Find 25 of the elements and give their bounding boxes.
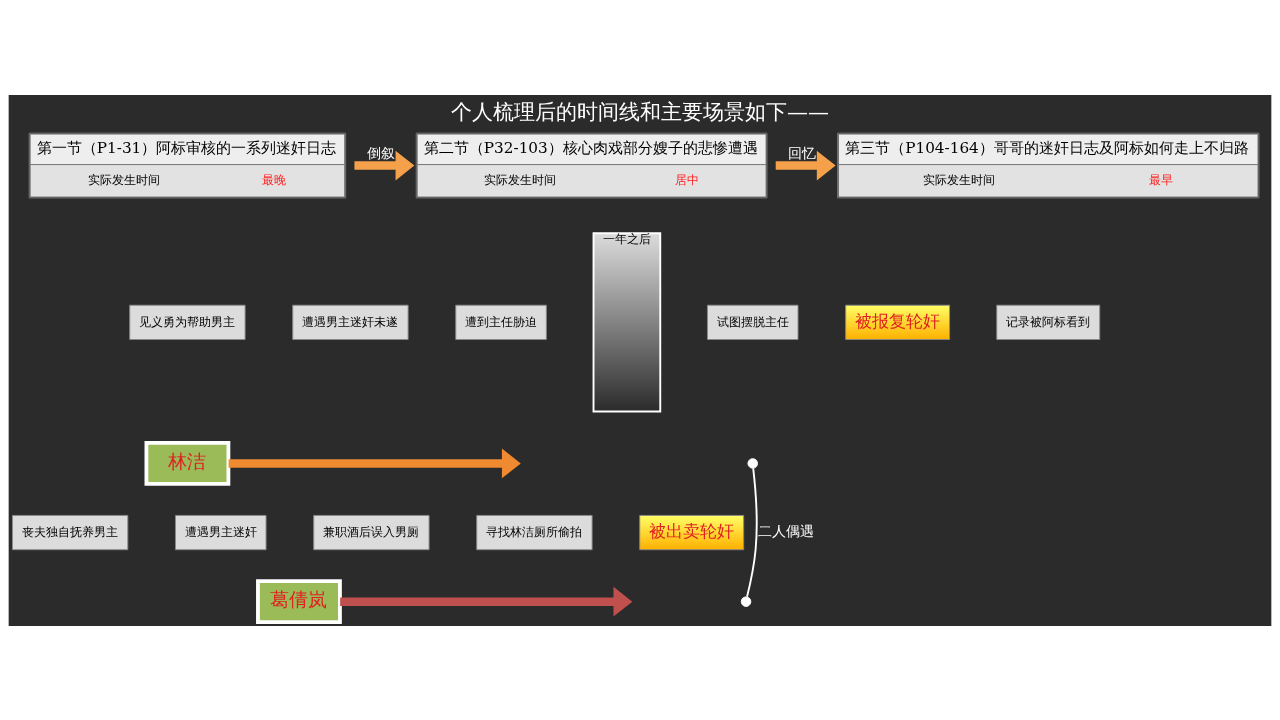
- node-box: 遭到主任胁迫: [455, 304, 547, 340]
- node-box: 丧夫独自抚养男主: [12, 514, 129, 550]
- node-box: 被报复轮奸: [845, 304, 951, 340]
- arrow: [775, 150, 836, 180]
- node-box: 寻找林洁厕所偷拍: [476, 514, 593, 550]
- node-box: 试图摆脱主任: [706, 304, 799, 340]
- edge-label: 二人偶遇: [757, 522, 814, 539]
- node-box: 葛倩岚: [256, 578, 342, 624]
- arrow: [340, 586, 633, 617]
- edge-label: 回忆: [788, 144, 817, 161]
- node-box: 被出卖轮奸: [639, 514, 745, 550]
- node-box: 兼职酒后误入男厕: [313, 514, 430, 550]
- node-box: 林洁: [144, 440, 231, 486]
- arrow: [354, 150, 415, 180]
- diagram-title: 个人梳理后的时间线和主要场景如下——: [451, 99, 829, 124]
- arrow: [228, 448, 521, 478]
- node-box: 遭遇男主迷奸: [175, 514, 267, 550]
- node-circle: [747, 457, 758, 469]
- edge-label: 倒叙: [366, 144, 395, 161]
- node-box: 见义勇为帮助男主: [129, 304, 246, 340]
- node-box: 遭遇男主迷奸未遂: [292, 304, 409, 340]
- node-box: 一年之后: [592, 231, 662, 412]
- connector: [746, 466, 758, 598]
- node-circle: [740, 595, 752, 607]
- node-box: 记录被阿标看到: [996, 304, 1101, 340]
